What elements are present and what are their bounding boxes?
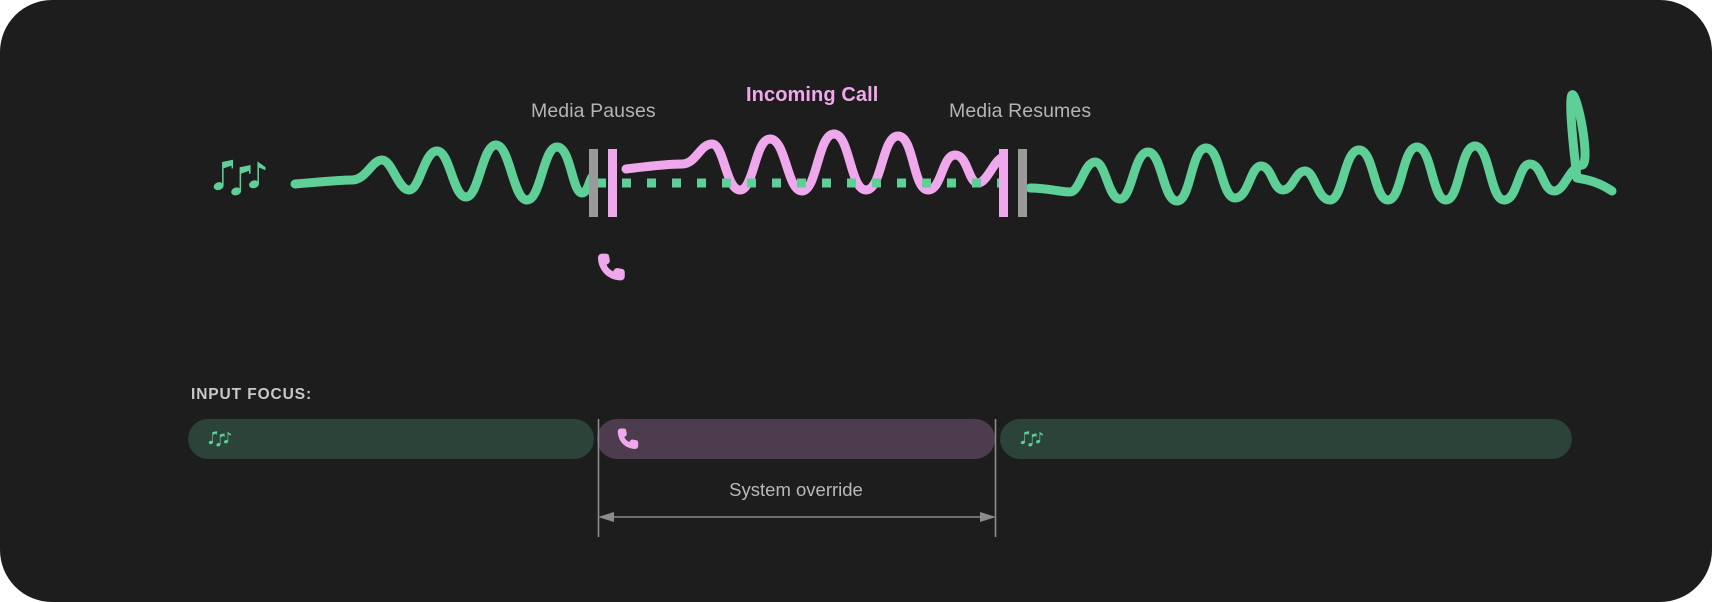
label-incoming-call: Incoming Call (746, 84, 878, 107)
label-media-resumes: Media Resumes (949, 100, 1091, 123)
input-focus-section: INPUT FOCUS: (0, 330, 1712, 602)
resume-marker-gray-bar (1018, 149, 1027, 217)
audio-timeline: Media Pauses Incoming Call Media Resumes (0, 0, 1712, 330)
pause-marker-gray-bar (589, 149, 598, 217)
system-override-bracket (0, 330, 1712, 602)
phone-handset-icon (598, 254, 625, 281)
waveform-media-after (1030, 95, 1612, 201)
override-arrow-head-right (980, 512, 996, 522)
pause-marker-pink-bar (608, 149, 617, 217)
waveform-media-before (295, 145, 593, 200)
music-notes-icon (214, 160, 266, 196)
system-override-label: System override (597, 479, 995, 501)
resume-marker-pink-bar (999, 149, 1008, 217)
label-media-pauses: Media Pauses (531, 100, 656, 123)
waveform-incoming-call (626, 134, 1003, 191)
timeline-graphic (0, 0, 1712, 330)
override-arrow-head-left (598, 512, 614, 522)
